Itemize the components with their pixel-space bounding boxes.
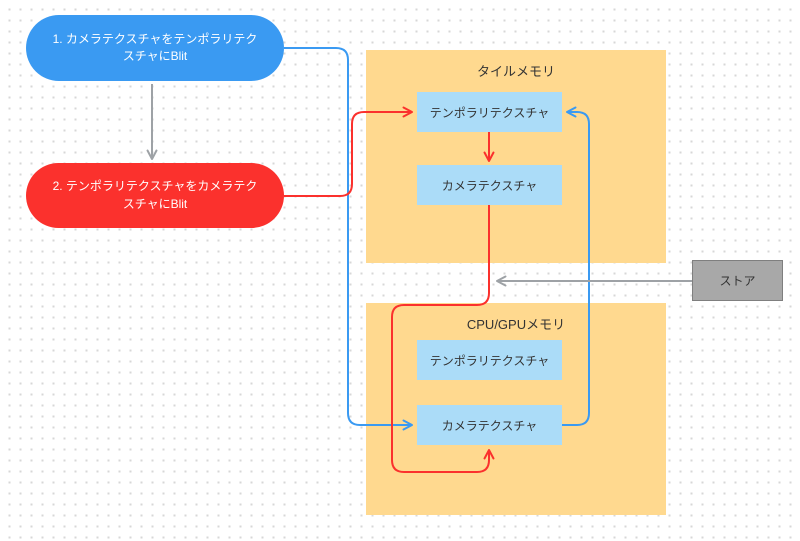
tile-memory-region: タイルメモリ テンポラリテクスチャ カメラテクスチャ [366, 50, 666, 263]
tile-temporary-texture-box: テンポラリテクスチャ [417, 92, 562, 132]
cpu-gpu-memory-title: CPU/GPUメモリ [466, 317, 566, 332]
store-box: ストア [692, 260, 783, 301]
cpu-gpu-memory-region: CPU/GPUメモリ テンポラリテクスチャ カメラテクスチャ [366, 303, 666, 515]
step2-blit-temporary-to-camera-pill: 2. テンポラリテクスチャをカメラテクスチャにBlit [26, 163, 284, 228]
tile-camera-texture-box: カメラテクスチャ [417, 165, 562, 205]
cpu-temporary-texture-box: テンポラリテクスチャ [417, 340, 562, 380]
cpu-camera-texture-box: カメラテクスチャ [417, 405, 562, 445]
tile-memory-title: タイルメモリ [476, 64, 555, 79]
step1-blit-camera-to-temporary-pill: 1. カメラテクスチャをテンポラリテクスチャにBlit [26, 15, 284, 81]
